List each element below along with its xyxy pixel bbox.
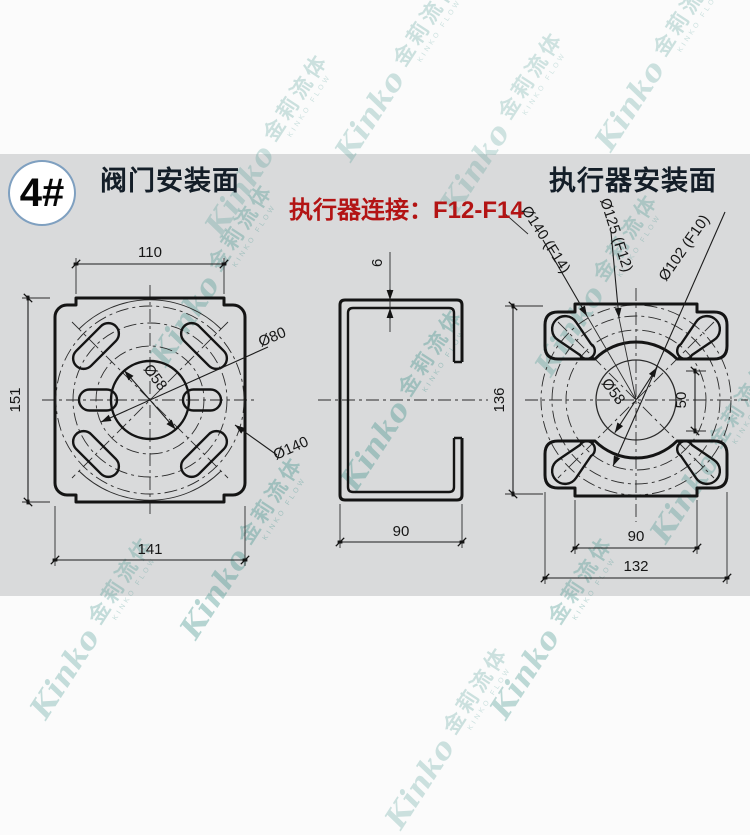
slot <box>179 429 229 479</box>
boss-arc <box>78 299 222 330</box>
actuator-face-title: 执行器安装面 <box>549 166 717 196</box>
leader-line-f10 <box>612 211 726 467</box>
label-d58: Ø58 <box>140 361 171 394</box>
label-f12: Ø125 (F12) <box>596 196 636 274</box>
bolt-circle-125 <box>551 315 721 485</box>
slot <box>71 321 121 371</box>
keyhole-slot <box>550 314 596 360</box>
diameter-arrow <box>149 399 177 430</box>
label-f14: Ø140 (F14) <box>518 203 574 277</box>
bolt-circle-mid <box>72 322 228 478</box>
label-f10: Ø102 (F10) <box>655 212 713 285</box>
connection-note: 执行器连接：F12-F14 <box>289 197 524 224</box>
lower-bracket-outline <box>543 439 729 498</box>
side-view: 6 90 <box>318 252 488 548</box>
dim-90: 90 <box>393 523 410 540</box>
centerline-diagonal <box>71 321 229 479</box>
valve-view: 110 141 151 Ø58 Ø80 Ø140 <box>7 244 311 566</box>
dim-132: 132 <box>623 558 648 575</box>
diameter-arrow <box>123 370 151 401</box>
leader-line <box>100 346 269 423</box>
slot <box>179 321 229 371</box>
dim-136: 136 <box>491 387 508 412</box>
keyhole-slot <box>550 440 596 486</box>
slot <box>77 388 119 412</box>
leader-line-f12 <box>610 231 622 319</box>
channel-inner <box>346 306 456 494</box>
slot <box>71 429 121 479</box>
bolt-circle-80 <box>95 345 205 455</box>
label-d58: Ø58 <box>598 375 629 408</box>
size-badge: 4# <box>8 160 76 226</box>
diameter-arrow <box>614 399 637 433</box>
centerline-diagonal <box>557 321 715 479</box>
slot <box>181 388 223 412</box>
note-leader-line <box>502 211 529 235</box>
leader-line <box>234 424 278 456</box>
dim-90-inner: 90 <box>628 528 645 545</box>
label-d80: Ø80 <box>256 324 289 351</box>
actuator-view: 136 50 90 132 Ø140 (F14) Ø125 (F12) Ø102… <box>491 196 748 584</box>
dim-50: 50 <box>673 392 690 409</box>
center-bore <box>595 359 677 441</box>
dim-151: 151 <box>7 387 24 412</box>
technical-drawing: 110 141 151 Ø58 Ø80 Ø140 6 90 <box>7 196 748 584</box>
boss-arc <box>78 470 222 501</box>
bolt-circle-102 <box>565 329 707 471</box>
keyhole-slot <box>676 440 722 486</box>
valve-face-title: 阀门安装面 <box>100 166 240 196</box>
dim-110: 110 <box>138 244 162 261</box>
upper-bracket-outline <box>543 302 729 361</box>
centerline-diagonal <box>557 321 715 479</box>
leader-line-f14 <box>542 239 588 317</box>
dim-141: 141 <box>137 541 162 558</box>
dim-6: 6 <box>369 259 386 267</box>
valve-flange-outline <box>53 296 247 504</box>
label-d140: Ø140 <box>271 433 311 463</box>
bolt-circle-140 <box>55 305 245 495</box>
channel-outer <box>338 298 464 502</box>
center-bore <box>109 359 191 441</box>
lip-caps <box>454 360 462 440</box>
centerline-diagonal <box>71 321 229 479</box>
keyhole-slot <box>676 314 722 360</box>
